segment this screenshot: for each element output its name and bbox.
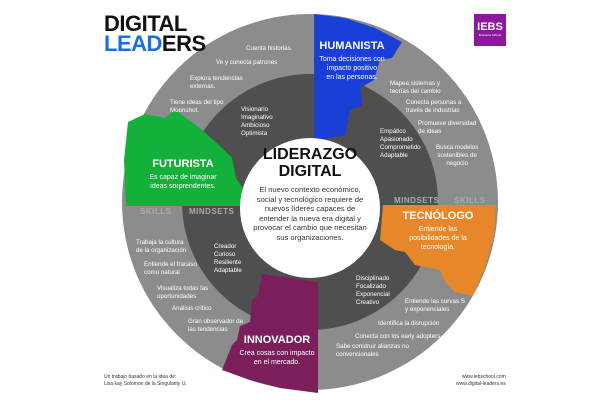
role-desc: Toma decisiones con impacto positivo en … xyxy=(319,56,385,81)
skill: Entiende el fracaso como natural xyxy=(144,261,197,276)
center-text: El nuevo contexto económico, social y te… xyxy=(253,185,367,242)
innovador-segment xyxy=(222,274,318,393)
role-innovador: INNOVADOR Crea cosas con impacto en el m… xyxy=(232,334,322,367)
skill: Promueve diversidad de ideas xyxy=(418,120,477,135)
center-circle xyxy=(240,138,380,278)
role-title: TECNÓLOGO xyxy=(402,210,474,222)
mindsets-label-right: MINDSETS xyxy=(394,196,440,205)
role-futurista: FUTURISTA Es capaz de imaginar ideas sor… xyxy=(138,158,228,191)
role-title: FUTURISTA xyxy=(152,158,214,170)
brand-sub: Business School xyxy=(478,33,502,37)
mindsets-label-left: MINDSETS xyxy=(189,207,235,216)
role-title: HUMANISTA xyxy=(319,40,385,52)
role-desc: Entiende las posibilidades de la tecnolo… xyxy=(409,226,467,251)
skills-label-right: SKILLS xyxy=(454,196,486,205)
role-title: INNOVADOR xyxy=(243,334,311,346)
futurista-segment xyxy=(124,110,244,206)
role-desc: Es capaz de imaginar ideas sorprendentes… xyxy=(149,174,217,190)
skill: Entiende las curvas S y exponenciales xyxy=(405,298,465,313)
skill: Busca modelos sostenibles de negocio xyxy=(436,144,479,167)
skills-label-left: SKILLS xyxy=(140,207,172,216)
mindsets-innovador: Creador Curioso Resiliente Adaptable xyxy=(214,243,242,274)
mindsets-futurista: Visionario Imaginativo Ambicioso Optimis… xyxy=(241,106,273,137)
center-title: LIDERAZGO DIGITAL xyxy=(262,146,358,180)
role-tecnologo: TECNÓLOGO Entiende las posibilidades de … xyxy=(396,210,480,252)
logo-line1: DIGITAL xyxy=(104,11,187,36)
skill: Conecta personas a través de industrias xyxy=(406,99,462,114)
skill: Visualiza todas las oportunidades xyxy=(157,285,209,300)
logo-line2: LEADERS xyxy=(104,31,206,56)
skill: Explora tendencias externas. xyxy=(190,75,243,90)
skill: Gran observador de las tendencias xyxy=(188,318,244,333)
brand-name: IEBS xyxy=(477,21,503,33)
skill: Sabe construir alianzas no convencionale… xyxy=(336,343,409,358)
skill: Identifica la disrupción xyxy=(378,320,440,327)
skill: Cuenta historias. xyxy=(246,45,293,52)
footer-links: www.iebschool.com www.digital-leaders.es xyxy=(456,374,506,387)
iebs-logo: IEBS Business School xyxy=(474,14,506,46)
logo-rest: ERS xyxy=(161,31,206,56)
mindsets-humanista: Empático Apasionado Comprometido Adaptab… xyxy=(380,128,421,159)
skill: Trabaja la cultura de la organización xyxy=(136,239,187,254)
mindsets-tecnologo: Disciplinado Focalizado Exponencial Crea… xyxy=(356,275,390,306)
skill: Mapea sistemas y teorías del cambio xyxy=(390,80,441,95)
skill: Ve y conecta patrones xyxy=(216,59,278,66)
role-humanista: HUMANISTA Toma decisiones con impacto po… xyxy=(316,40,388,82)
skill: Tiene ideas del tipo Moonshot. xyxy=(170,99,224,114)
tecnologo-segment xyxy=(380,205,496,296)
role-desc: Crea cosas con impacto en el mercado. xyxy=(239,350,315,366)
skill: Conecta con los early adopters xyxy=(355,333,441,340)
skill: Análisis crítico xyxy=(172,305,212,312)
humanista-segment xyxy=(314,14,402,140)
footer-credit: Un trabajo basado en la idea de: Lisa ka… xyxy=(104,374,187,387)
logo-accent: LEAD xyxy=(104,31,162,56)
